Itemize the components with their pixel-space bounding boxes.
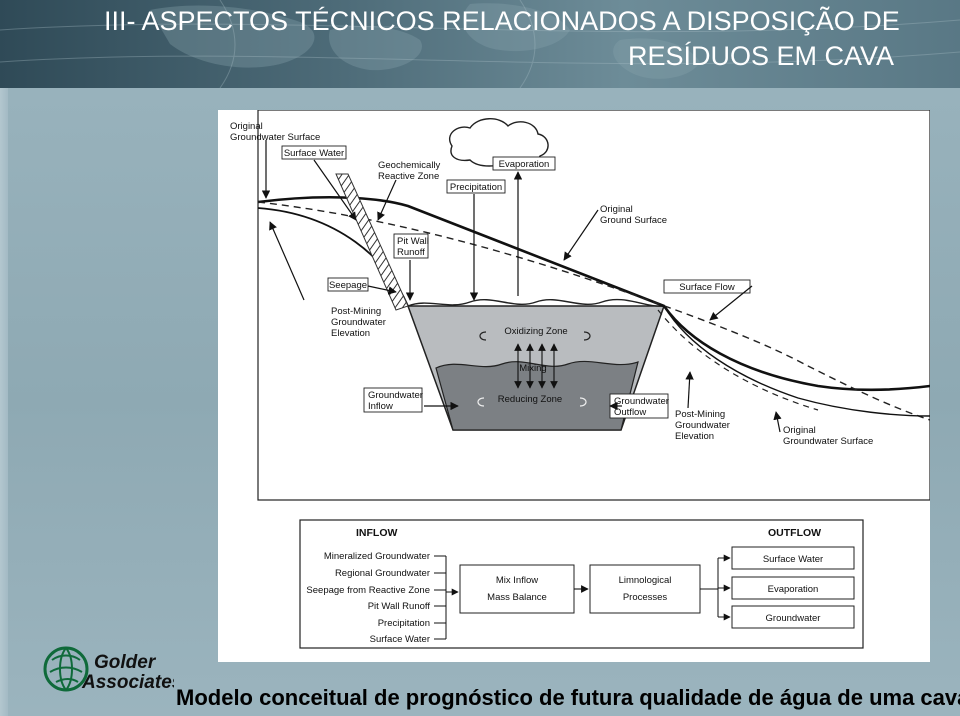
mix-inflow-line2: Mass Balance	[487, 592, 547, 603]
logo-text-line2: Associates	[81, 672, 174, 693]
slide-title-line1: III- ASPECTOS TÉCNICOS RELACIONADOS A DI…	[104, 6, 900, 36]
pit-lake-conceptual-diagram: Original Groundwater Surface Surface Wat…	[230, 110, 930, 649]
label-groundwater-inflow: Groundwater Inflow	[368, 390, 426, 412]
outflow-box-surface-water	[731, 546, 855, 570]
label-surface-flow: Surface Flow	[679, 282, 735, 293]
limnological-line2: Processes	[623, 592, 668, 603]
label-original-gw-surface-top: Original Groundwater Surface	[230, 121, 320, 143]
lake-surface-wave	[407, 298, 665, 307]
golder-associates-logo: Golder Associates	[43, 646, 174, 693]
outflow-box-evaporation	[731, 576, 855, 600]
limnological-box	[589, 564, 701, 614]
arrow-surface-water	[313, 159, 357, 221]
inflow-item: Mineralized Groundwater	[324, 551, 430, 562]
box-surface-flow	[663, 279, 751, 294]
inflow-item: Surface Water	[370, 634, 430, 645]
box-evaporation	[492, 156, 556, 171]
outflow-groundwater: Groundwater	[766, 613, 821, 624]
label-evaporation: Evaporation	[499, 159, 550, 170]
inflow-item: Pit Wall Runoff	[368, 601, 431, 612]
logo-text-line1: Golder	[94, 652, 157, 673]
slide-caption: Modelo conceitual de prognóstico de futu…	[176, 685, 960, 710]
outflow-connectors	[700, 554, 731, 621]
label-post-mining-right: Post-Mining Groundwater Elevation	[675, 409, 733, 442]
box-seepage	[327, 277, 369, 292]
label-seepage: Seepage	[329, 280, 367, 291]
arrow-surface-flow	[709, 285, 753, 321]
outflow-surface-water: Surface Water	[763, 554, 823, 565]
outflow-box-groundwater	[731, 605, 855, 629]
arrow-post-mining-right	[685, 371, 694, 409]
arrow-original-ground-surface	[563, 209, 599, 261]
arrow-original-gw-right	[773, 411, 782, 433]
outflow-evaporation: Evaporation	[768, 584, 819, 595]
label-precipitation: Precipitation	[450, 182, 502, 193]
slide-header: III- ASPECTOS TÉCNICOS RELACIONADOS A DI…	[0, 0, 960, 88]
arrow-geochem-zone	[377, 179, 397, 221]
inflow-item: Precipitation	[378, 618, 430, 629]
oxidizing-circulation	[479, 331, 591, 341]
label-mixing: Mixing	[519, 363, 546, 374]
cross-section-frame	[257, 110, 930, 501]
label-surface-water: Surface Water	[284, 148, 344, 159]
original-gw-right-dashed	[657, 309, 819, 411]
diagram-panel: Original Groundwater Surface Surface Wat…	[218, 110, 930, 662]
label-reducing-zone: Reducing Zone	[498, 394, 562, 405]
label-geochem-zone: Geochemically Reactive Zone	[378, 160, 443, 182]
box-precipitation	[446, 179, 506, 194]
original-ground-surface-dashed	[257, 201, 930, 421]
label-pit-wall-runoff: Pit Wall Runoff	[397, 236, 432, 258]
box-groundwater-inflow	[363, 387, 423, 413]
logo-globe-icon	[43, 646, 89, 692]
reducing-circulation	[477, 397, 587, 407]
arrow-post-mining-left	[269, 221, 305, 301]
arrow-seepage	[367, 285, 397, 295]
label-post-mining-left: Post-Mining Groundwater Elevation	[331, 306, 389, 339]
mix-inflow-line1: Mix Inflow	[496, 575, 538, 586]
label-groundwater-outflow: Groundwater Outflow	[614, 396, 672, 418]
mix-inflow-box	[459, 564, 575, 614]
inflow-list: Mineralized Groundwater Regional Groundw…	[306, 551, 459, 645]
inflow-item: Regional Groundwater	[335, 568, 430, 579]
label-oxidizing-zone: Oxidizing Zone	[504, 326, 567, 337]
box-surface-water	[281, 145, 347, 160]
post-mining-gw-right-line	[663, 305, 930, 417]
header-world-map-decoration	[0, 0, 960, 88]
label-original-gw-right: Original Groundwater Surface	[783, 425, 873, 447]
box-pit-wall-runoff	[393, 233, 429, 259]
label-original-ground-surface: Original Ground Surface	[600, 204, 667, 226]
cloud-icon	[449, 118, 549, 167]
reducing-zone-water	[435, 360, 639, 431]
inflow-item: Seepage from Reactive Zone	[306, 585, 430, 596]
mixing-arrows	[514, 343, 558, 389]
slide-title-line2: RESÍDUOS EM CAVA	[627, 41, 894, 71]
flow-outflow-title: OUTFLOW	[768, 527, 821, 539]
left-accent-band	[0, 88, 8, 716]
limnological-line1: Limnological	[619, 575, 672, 586]
flow-inflow-title: INFLOW	[356, 527, 397, 539]
geochemically-reactive-zone	[335, 173, 409, 311]
